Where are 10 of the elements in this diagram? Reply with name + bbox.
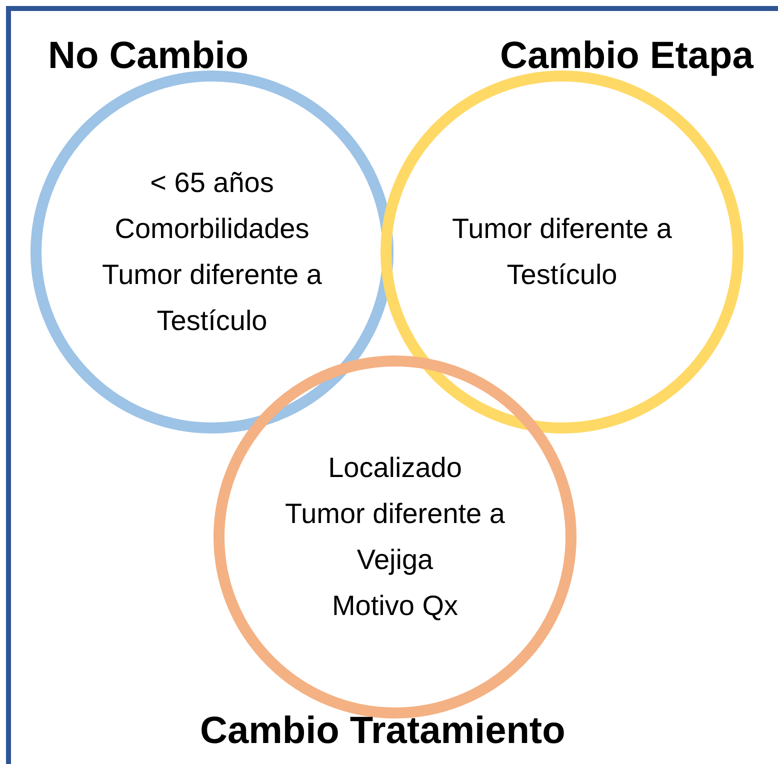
circle-text: Comorbilidades	[114, 212, 310, 246]
circle-text: Tumor diferente a Vejiga	[284, 497, 506, 577]
set-heading: Cambio Etapa	[500, 35, 754, 78]
circle-text: Motivo Qx	[332, 589, 458, 623]
circle-text: Localizado	[328, 451, 462, 485]
set-heading: No Cambio	[48, 35, 249, 78]
circle-text: Tumor diferente a Testículo	[451, 212, 673, 292]
set-heading: Cambio Tratamiento	[200, 710, 566, 753]
circle-text: Tumor diferente a Testículo	[101, 258, 323, 338]
circle-text: < 65 años	[150, 166, 274, 200]
